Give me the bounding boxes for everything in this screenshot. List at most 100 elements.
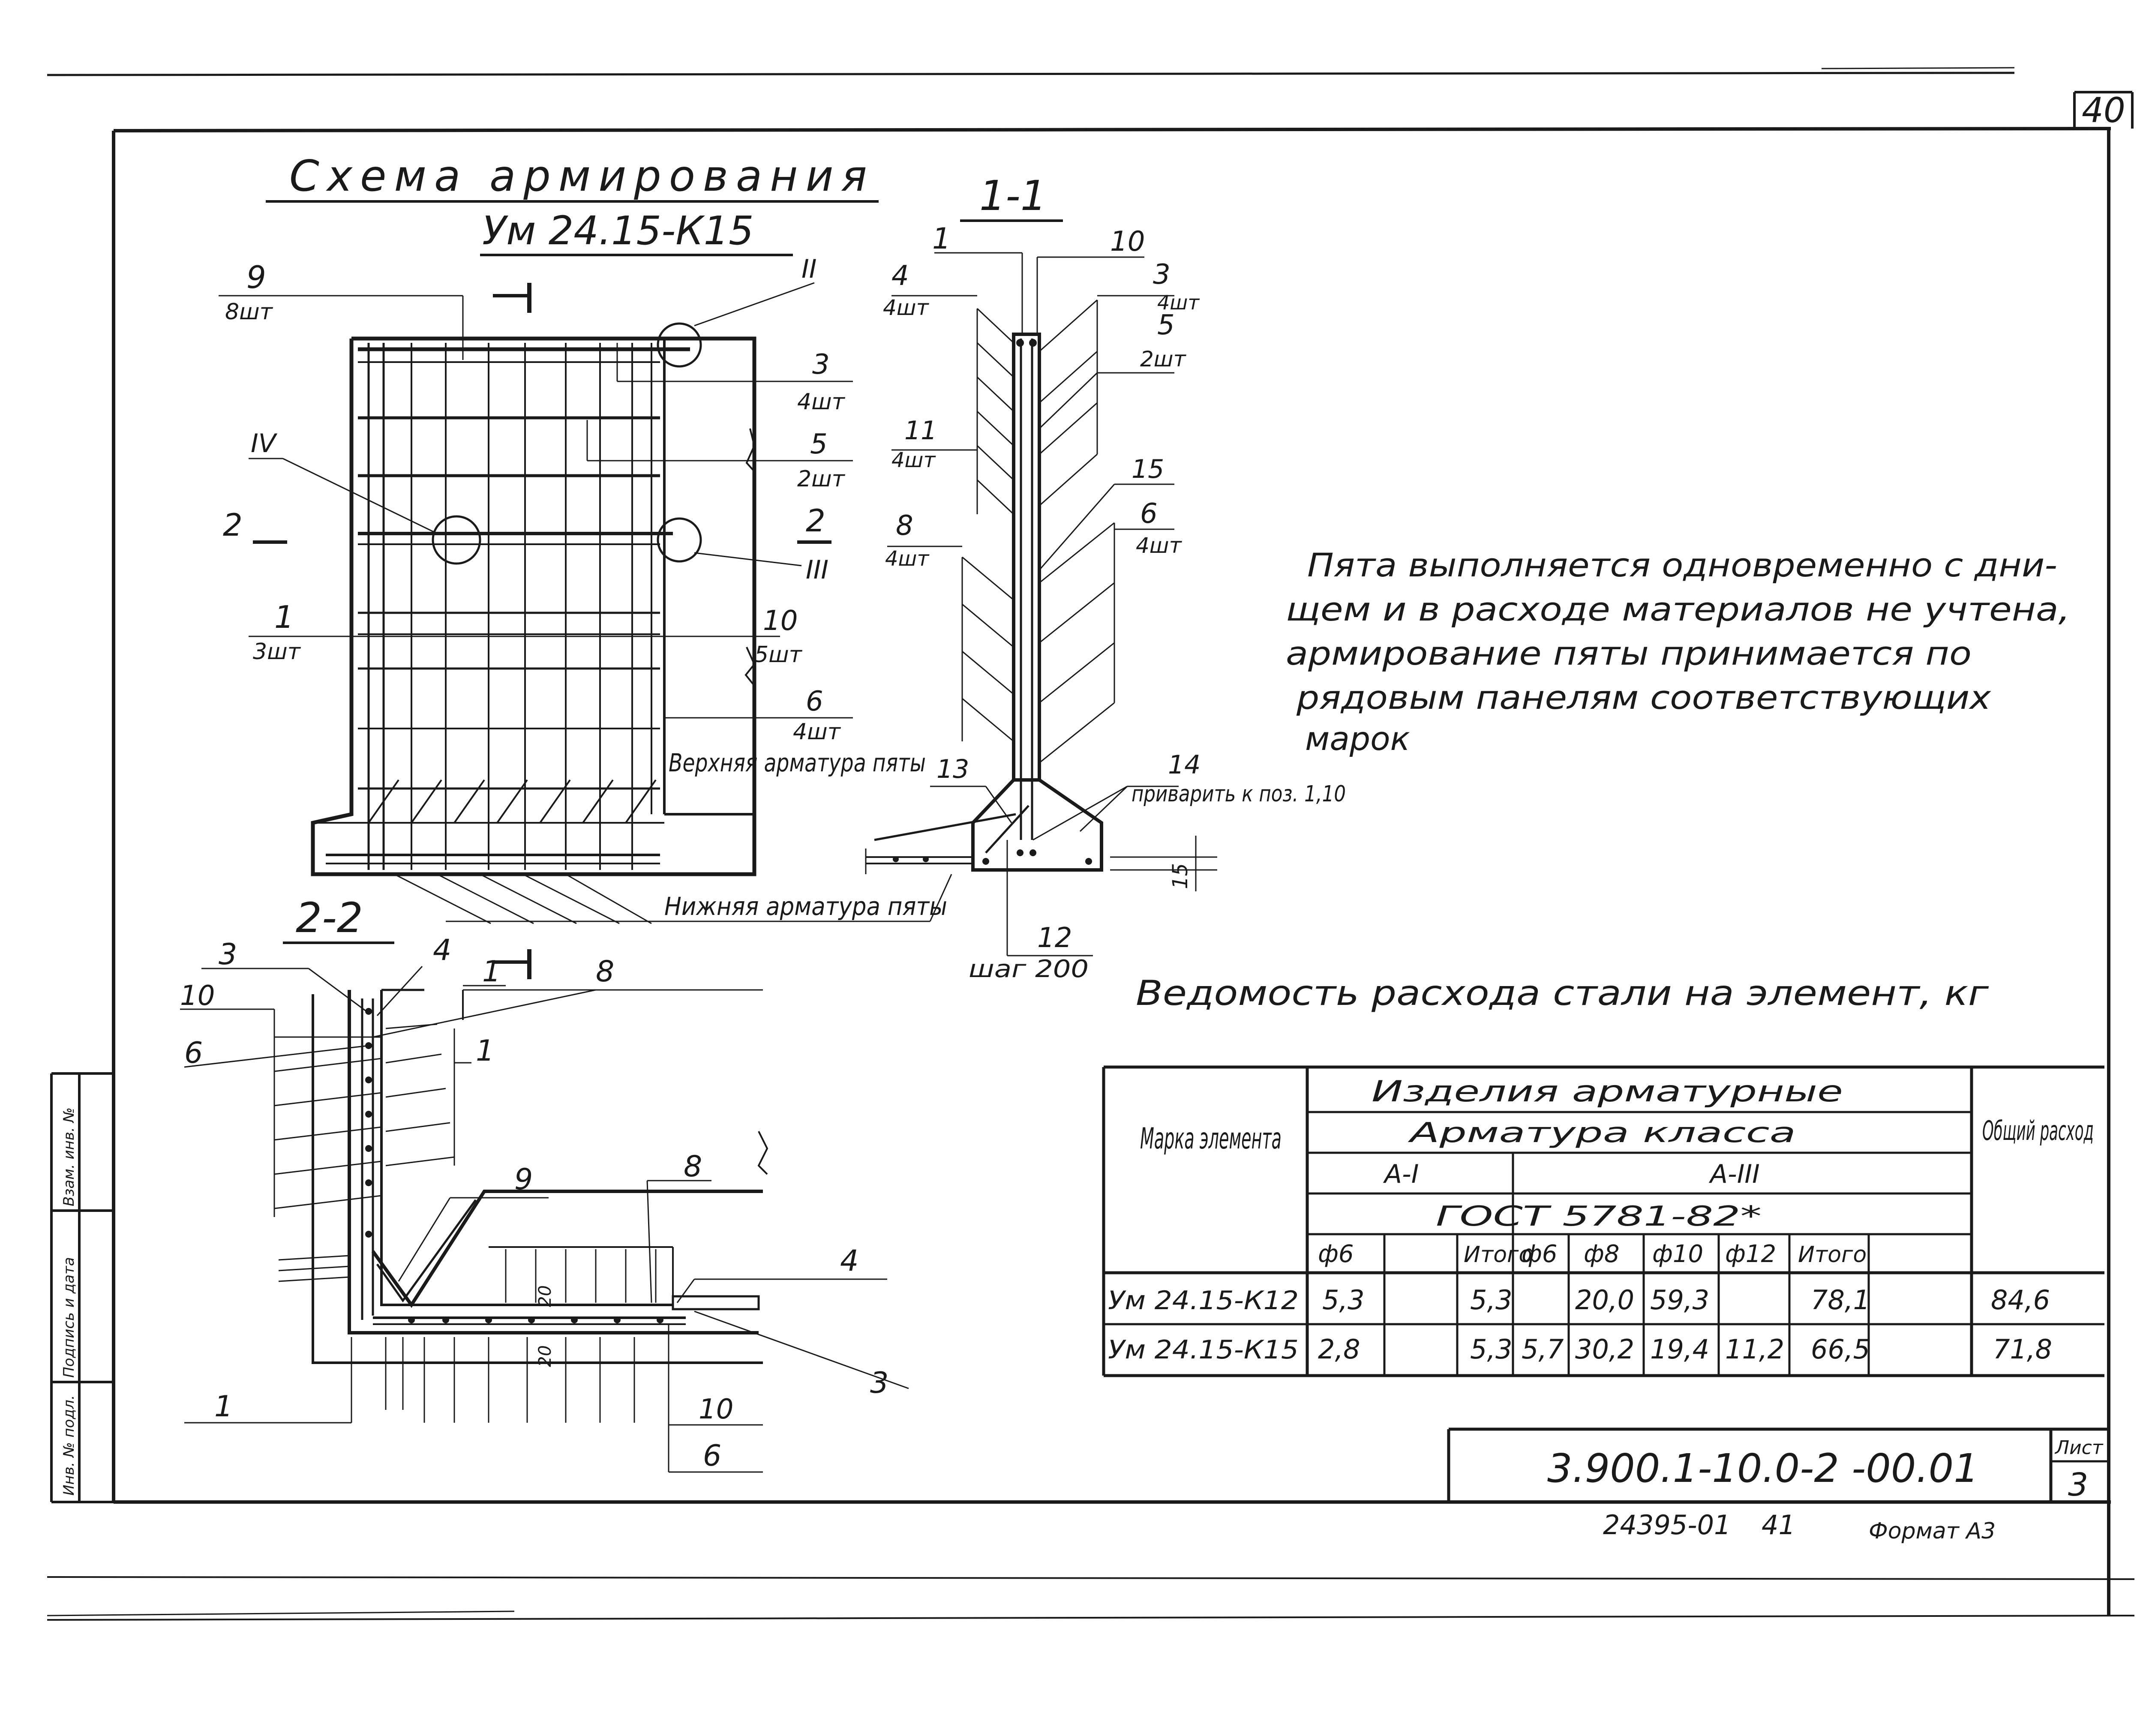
row-cell: 5,7 [1522,1334,1564,1365]
stamp-extra: 41 [1762,1509,1795,1541]
col-header-0: ф6 [1318,1240,1354,1268]
sec11-label-15: 15 [1132,454,1164,484]
heel-note: Пята выполняется одновременно с дни- щем… [1286,546,2070,758]
scheme-mark: Ум 24.15-К15 [482,208,754,254]
sec11-label-6-qty: 4шт [1136,533,1183,558]
sec22-label-3b: 3 [870,1366,888,1400]
sec11-label-8: 8 [896,510,913,542]
title-block [1447,1427,2109,1502]
note-line-4: рядовым панелям соответствующих [1296,678,1991,717]
scheme-label-3-qty: 4шт [797,389,846,415]
row-total: 84,6 [1991,1284,2050,1316]
sec11-label-13: 13 [936,754,969,784]
row-total: 71,8 [1993,1334,2052,1365]
sec11-label-11-qty: 4шт [891,448,936,472]
section-1-1-title: 1-1 [979,172,1047,220]
sec11-label-10: 10 [1110,226,1145,258]
section-2-2-title: 2-2 [296,894,363,942]
scheme-label-1-qty: 3шт [253,639,301,665]
table-header-class1: А-I [1383,1159,1419,1189]
scheme-leaders [219,282,952,924]
table-row: Ум 24.15-К12 5,3 5,3 20,0 59,3 78,1 84,6 [1108,1284,2050,1316]
sec11-dim-15: 15 [1168,863,1192,889]
row-cell: 5,3 [1470,1334,1513,1365]
scheme-label-III: III [806,555,828,585]
format-label: Формат А3 [1869,1518,1996,1544]
sec11-step: шаг 200 [969,955,1089,983]
table-header-total: Общий расход [1982,1115,2094,1146]
row-mark: Ум 24.15-К12 [1108,1286,1299,1316]
sheet-frame [47,67,2135,1621]
document-code: 3.900.1-10.0-2 -00.01 [1547,1445,1979,1491]
note-line-1: Пята выполняется одновременно с дни- [1307,546,2057,584]
scheme-label-6: 6 [806,686,823,717]
row-mark: Ум 24.15-К15 [1108,1335,1299,1365]
sec11-label-5-qty: 2шт [1140,347,1187,372]
section-2-2-drawing [273,989,768,1423]
sec11-label-8-qty: 4шт [885,547,930,571]
table-row: Ум 24.15-К15 2,8 5,3 5,7 30,2 19,4 11,2 … [1108,1334,2052,1365]
col-header-6: ф12 [1725,1240,1776,1268]
row-cell: 5,3 [1470,1284,1513,1316]
note-line-3: армирование пяты принимается по [1286,634,1972,672]
scheme-label-II: II [801,254,816,284]
scheme-label-9-qty: 8шт [225,299,273,325]
sec11-label-3-qty: 4шт [1157,291,1200,314]
scheme-label-10-qty: 5шт [754,642,803,668]
sheet-label: Лист [2054,1437,2104,1459]
side-stamp-3: Взам. инв. № [60,1107,78,1206]
section-1-1-drawing [865,299,1115,874]
sec11-label-4: 4 [891,260,909,292]
mark-header-text: Марка элемента [1140,1122,1282,1156]
sec22-label-1b: 1 [476,1034,494,1068]
scheme-label-9: 9 [246,259,266,295]
sec22-label-6: 6 [184,1036,203,1070]
sec22-label-1a: 1 [482,955,501,989]
sec11-label-14: 14 [1168,750,1201,780]
table-header-products: Изделия арматурные [1372,1075,1843,1109]
sec11-label-3: 3 [1153,259,1171,291]
row-cell: 20,0 [1575,1284,1634,1316]
sheet-number: 3 [2068,1466,2088,1503]
row-cell: 78,1 [1811,1284,1870,1316]
sec22-label-9: 9 [514,1163,533,1196]
sec11-weld-note: приварить к поз. 1,10 [1132,781,1346,807]
side-stamp-2: Подпись и дата [60,1257,78,1378]
table-header-class3: А-III [1708,1159,1760,1189]
sec11-label-12: 12 [1037,922,1072,954]
col-header-7: Итого [1798,1242,1867,1268]
sec22-label-8: 8 [596,955,614,989]
sec22-dim-20b: 20 [535,1345,555,1367]
bottom-reinforcement-label: Нижняя арматура пяты [664,892,947,921]
sec22-label-4b: 4 [840,1244,858,1278]
row-cell: 30,2 [1575,1334,1634,1365]
sec22-label-4: 4 [433,933,451,967]
sec22-label-8b: 8 [684,1150,702,1184]
table-header-mark: Марка элемента [1140,1122,1282,1156]
col-header-5: ф10 [1652,1240,1703,1268]
sec22-label-6b: 6 [703,1439,721,1473]
top-reinforcement-label: Верхняя арматура пяты [669,748,926,777]
sec22-dim-20a: 20 [535,1285,555,1307]
note-line-2: щем и в расходе материалов не учтена, [1286,590,2070,628]
row-cell: 2,8 [1318,1334,1360,1365]
scheme-label-10: 10 [763,605,798,637]
row-cell: 66,5 [1811,1334,1870,1365]
scheme-label-5-qty: 2шт [797,466,846,492]
section-2-2-leaders [180,965,909,1473]
sec22-label-10b: 10 [699,1394,733,1425]
stamp-number: 24395-01 [1603,1509,1731,1541]
col-header-3: ф6 [1522,1240,1558,1268]
sec11-label-11: 11 [904,416,937,446]
row-cell: 59,3 [1650,1284,1709,1316]
table-header-gost: ГОСТ 5781-82* [1436,1201,1762,1232]
scheme-label-3: 3 [812,349,830,381]
panel-elevation [253,283,831,876]
scheme-label-6-qty: 4шт [793,719,841,745]
scheme-label-1: 1 [274,599,294,635]
cut-2-right: 2 [806,503,825,539]
total-header-text: Общий расход [1982,1115,2094,1146]
col-header-4: ф8 [1584,1240,1620,1268]
sec11-label-5: 5 [1157,309,1175,341]
steel-table-grid [1102,1065,2104,1377]
